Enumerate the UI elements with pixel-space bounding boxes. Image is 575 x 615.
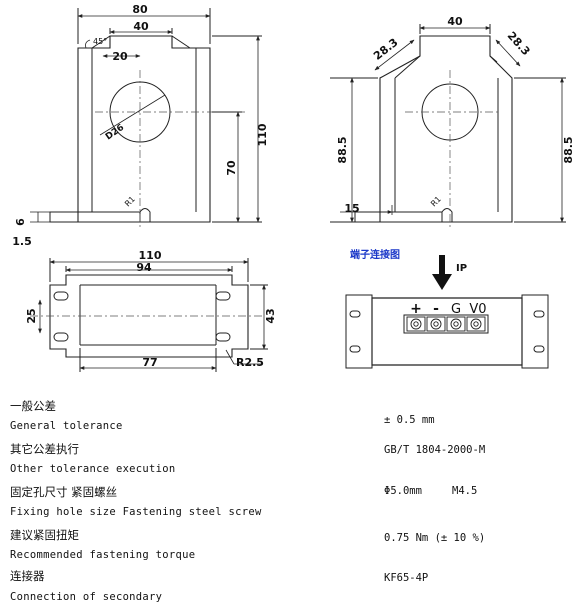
spec-label-en: General tolerance — [10, 420, 123, 432]
dim-width-top-right: 40 — [447, 15, 463, 28]
terminal-pins — [406, 316, 486, 332]
dim-radius-left: R1 — [123, 195, 137, 209]
connector-title: 端子连接图 — [350, 248, 400, 261]
spec-label-en: Fixing hole size Fastening steel screw — [10, 506, 262, 518]
spec-value: GB/T 1804-2000-M — [384, 444, 486, 456]
dim-height-total: 110 — [256, 123, 269, 146]
dim-offset: 20 — [112, 50, 128, 63]
dim-chamfer-left: 28.3 — [371, 36, 400, 63]
spec-label-en: Recommended fastening torque — [10, 549, 196, 561]
dim-bottom-width-inner: 94 — [136, 261, 152, 274]
technical-drawing: 80 40 20 45° D26 110 70 6 1.5 R1 28.3 40… — [12, 3, 575, 372]
spec-value: Φ5.0mm — [384, 485, 422, 497]
spec-label-zh: 固定孔尺寸 紧固螺丝 — [10, 485, 118, 499]
dim-foot-height: 6 — [14, 218, 27, 226]
spec-label-en: Connection of secondary — [10, 591, 163, 603]
dim-foot-width: 15 — [344, 202, 359, 215]
pin-label-minus: - — [433, 301, 439, 317]
dim-height-right-b: 88.5 — [562, 136, 575, 163]
pin-label-plus: + — [410, 301, 422, 317]
spec-label-zh: 连接器 — [10, 569, 45, 583]
spec-label-zh: 其它公差执行 — [10, 442, 79, 456]
dim-height-right-a: 88.5 — [336, 136, 349, 163]
dim-bottom-width-total: 110 — [139, 249, 162, 262]
dim-thickness: 1.5 — [12, 235, 32, 248]
dim-hole-diameter: D26 — [104, 123, 126, 143]
connector-body — [345, 294, 549, 369]
dim-width-top: 40 — [133, 20, 149, 33]
spec-value: ± 0.5 mm — [384, 414, 435, 426]
dim-angle: 45° — [93, 37, 107, 46]
dim-bottom-length: 77 — [142, 356, 157, 369]
current-arrow — [432, 255, 452, 290]
pin-label-g: G — [451, 302, 461, 317]
spec-label-en: Other tolerance execution — [10, 463, 176, 475]
spec-value-secondary: M4.5 — [452, 485, 478, 497]
dim-radius-right: R1 — [429, 195, 443, 209]
spec-label-zh: 建议紧固扭矩 — [10, 528, 79, 542]
bottom-view — [30, 258, 268, 372]
dim-bottom-radius: R2.5 — [236, 356, 264, 369]
front-view-right — [330, 24, 566, 230]
spec-label-zh: 一般公差 — [10, 399, 56, 413]
spec-value: 0.75 Nm (± 10 %) — [384, 532, 486, 544]
arrow-label: IP — [456, 263, 467, 274]
dim-bottom-height-right: 43 — [264, 308, 277, 323]
front-view-left — [49, 8, 262, 230]
spec-value: KF65-4P — [384, 572, 429, 584]
dim-hole-center: 70 — [225, 160, 238, 176]
pin-label-v0: V0 — [469, 302, 486, 317]
dim-width-total: 80 — [132, 3, 148, 16]
dim-bottom-height-left: 25 — [25, 308, 38, 323]
